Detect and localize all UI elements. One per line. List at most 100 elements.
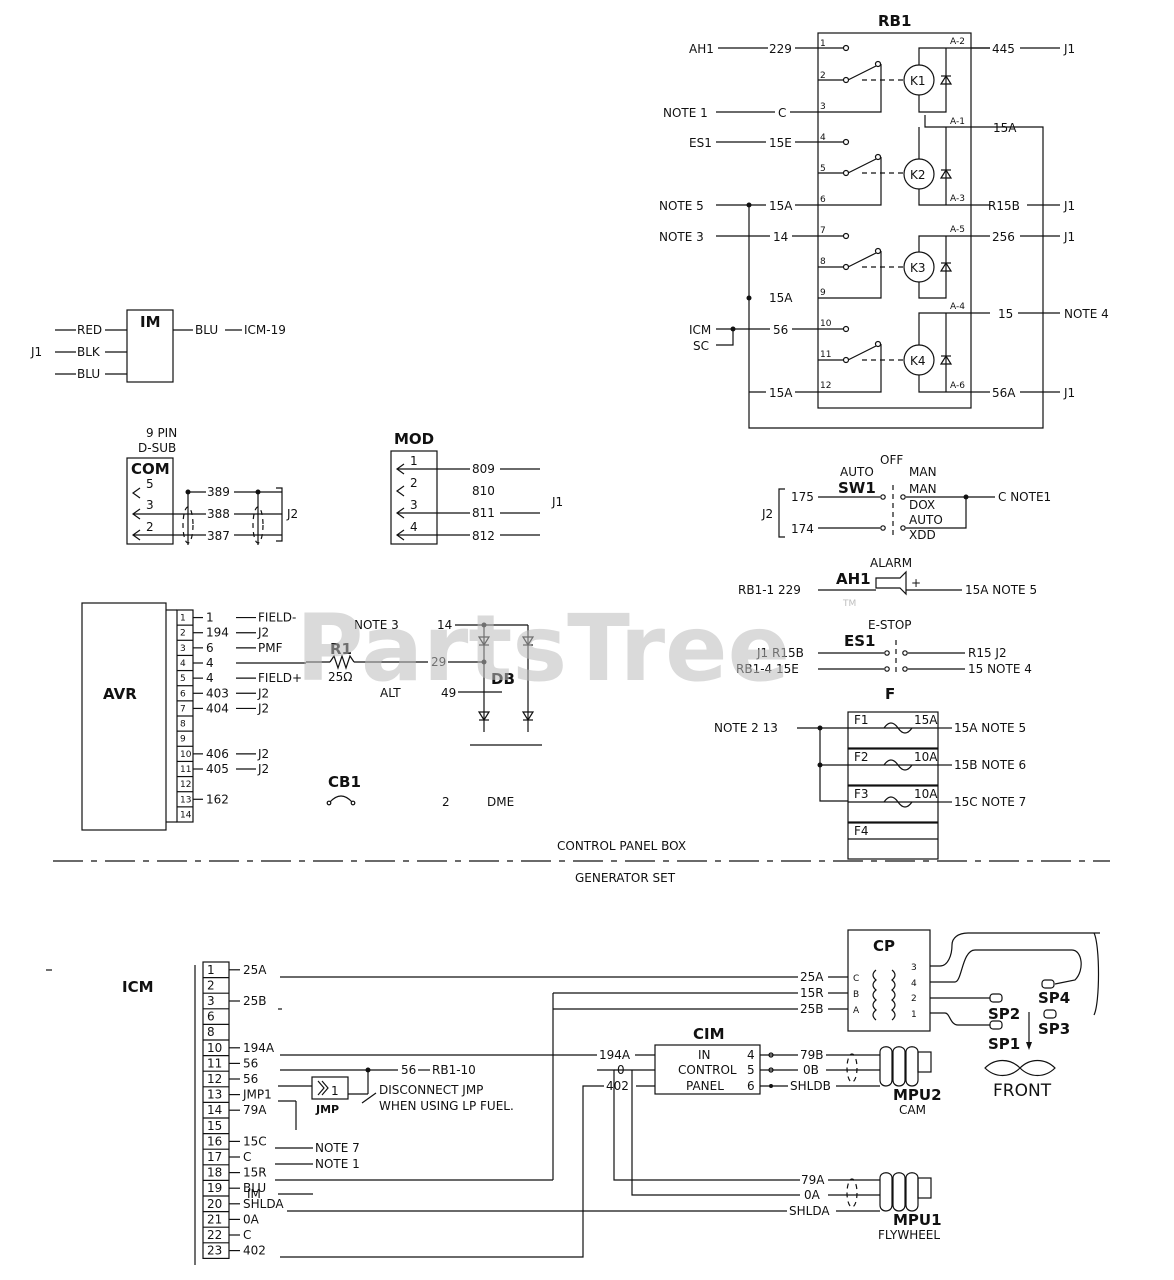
spark-plug-sp4: SP4 <box>1038 989 1070 1007</box>
ah1-alarm: ALARM AH1 - + RB1-1 229 15A NOTE 5 <box>738 556 1037 597</box>
es1-wire-j1-r15b: J1 R15B <box>756 646 804 660</box>
icm-wire: 0A <box>243 1212 260 1226</box>
spark-plug-sp2: SP2 <box>988 1005 1020 1023</box>
avr-tag: FIELD- <box>258 611 296 625</box>
cp-wire-25a: 25A <box>800 970 824 984</box>
avr-wire: 4 <box>206 671 214 685</box>
cim-pin-6: 6 <box>747 1079 755 1093</box>
rb1-wire-229: 229 <box>769 42 792 56</box>
sw1-pos-auto-2: AUTO <box>909 513 943 527</box>
rb1-contacts <box>818 44 903 393</box>
rb1-left-label-note5: NOTE 5 <box>659 199 704 213</box>
icm-pin-15: 15 <box>207 1119 222 1133</box>
cp-wire-15r: 15R <box>800 986 824 1000</box>
rb1-pin-11: 11 <box>820 350 831 360</box>
rb1-tag-a2: A-2 <box>950 37 965 47</box>
cim-pin-5: 5 <box>747 1063 755 1077</box>
rb1-conn-j1-b: J1 <box>1063 199 1075 213</box>
jmp-box <box>311 1076 349 1100</box>
rb1-pin-5: 5 <box>820 164 826 174</box>
cp-pin-a: A <box>853 1006 860 1016</box>
cp-pin-1: 1 <box>911 1010 917 1020</box>
sw1-wire-175: 175 <box>791 490 814 504</box>
com-pin-3: 3 <box>146 498 154 512</box>
icm-pin-17: 17 <box>207 1150 222 1164</box>
avr-wire: 403 <box>206 686 229 700</box>
cb1-title: CB1 <box>328 773 361 791</box>
rb1-tag-a1: A-1 <box>950 117 965 127</box>
cim-out-shldb: SHLDB <box>790 1079 831 1093</box>
jmp-pin: 1 <box>331 1084 339 1098</box>
cim-out-79b: 79B <box>800 1048 824 1062</box>
rb1-pin-6: 6 <box>820 195 826 205</box>
rb1-pin-10: 10 <box>820 319 832 329</box>
icm-pin-18: 18 <box>207 1166 222 1180</box>
avr-tag: PMF <box>258 641 283 655</box>
breaker-icon <box>329 795 353 803</box>
fuse-f1 <box>847 711 939 749</box>
im-title: IM <box>140 313 161 331</box>
rb1-box <box>817 32 972 409</box>
avr-pin-6: 6 <box>180 689 186 699</box>
avr-pin-1: 1 <box>180 614 186 624</box>
im-wire-blk: BLK <box>77 345 101 359</box>
icm-wire: 56 <box>243 1056 258 1070</box>
spark-plug-icon <box>989 1020 1003 1030</box>
mod-conn-j1: J1 <box>551 495 563 509</box>
rb1-pin-7: 7 <box>820 226 826 236</box>
spark-plug-icon <box>989 993 1003 1003</box>
jmp-note-line1: DISCONNECT JMP <box>379 1083 483 1097</box>
fuse-icon <box>883 759 913 771</box>
es1-label: E-STOP <box>868 618 912 632</box>
fuse-name: F4 <box>854 824 869 838</box>
avr-tag: J2 <box>257 701 269 715</box>
spark-plug-icon <box>1043 1009 1057 1019</box>
mpu1-wire-0a: 0A <box>804 1188 821 1202</box>
arrow-down-icon <box>1026 1042 1032 1050</box>
icm-wire: 15R <box>243 1166 267 1180</box>
mod-pin-1: 1 <box>410 454 418 468</box>
rb1-wire-56: 56 <box>773 323 788 337</box>
avr-pin-7: 7 <box>180 704 186 714</box>
icm-wire: C <box>243 1228 251 1242</box>
rb1-pin-3: 3 <box>820 102 826 112</box>
com-wire-387: 387 <box>207 529 230 543</box>
avr-pin-13: 13 <box>180 795 191 805</box>
junction <box>746 295 752 301</box>
rb1-note4: NOTE 4 <box>1064 307 1109 321</box>
rb1-wire-15: 15 <box>998 307 1013 321</box>
jmp-title: JMP <box>315 1103 339 1116</box>
mod-pin-3: 3 <box>410 498 418 512</box>
spark-plugs: SP2 SP4 SP1 SP3 FRONT <box>984 979 1070 1101</box>
mpu2-title: MPU2 <box>893 1086 942 1104</box>
sw1-pos-auto: AUTO <box>840 465 874 479</box>
sw1-out-c-note1: C NOTE1 <box>998 490 1051 504</box>
rb1-left-label-sc: SC <box>693 339 709 353</box>
fuse-out: 15C NOTE 7 <box>954 795 1026 809</box>
icm-pin-2: 2 <box>207 978 215 992</box>
icm-wire: 56 <box>243 1072 258 1086</box>
r1-value: 25Ω <box>328 670 352 684</box>
section-divider: CONTROL PANEL BOX GENERATOR SET <box>53 839 1110 885</box>
rb1-conn-j1-d: J1 <box>1063 386 1075 400</box>
sw1-switch: AUTO OFF MAN SW1 MAN DOX AUTO XDD J2 175… <box>761 453 1051 542</box>
mpu1-wire-79a: 79A <box>801 1173 825 1187</box>
cp-wire-25b: 25B <box>800 1002 824 1016</box>
com-wire-389: 389 <box>207 485 230 499</box>
rb1-conn-j1-c: J1 <box>1063 230 1075 244</box>
sw1-wire-174: 174 <box>791 522 814 536</box>
mpu1-coil-icon <box>879 1172 919 1212</box>
avr-wire: 404 <box>206 701 229 715</box>
r1-db: R1 25Ω NOTE 3 14 29 ALT 49 DB <box>306 618 542 746</box>
rb1-title: RB1 <box>878 12 911 30</box>
ah1-label: ALARM <box>870 556 912 570</box>
sw1-conn-j2: J2 <box>761 507 773 521</box>
sw1-pos-off: OFF <box>880 453 903 467</box>
rb1-pin-12: 12 <box>820 381 831 391</box>
icm-tag-56: 56 <box>401 1063 416 1077</box>
cb1-tag-dme: DME <box>487 795 514 809</box>
im-wire-red: RED <box>77 323 102 337</box>
firing-order-icon <box>984 1059 1056 1077</box>
avr-pin-2: 2 <box>180 629 186 639</box>
